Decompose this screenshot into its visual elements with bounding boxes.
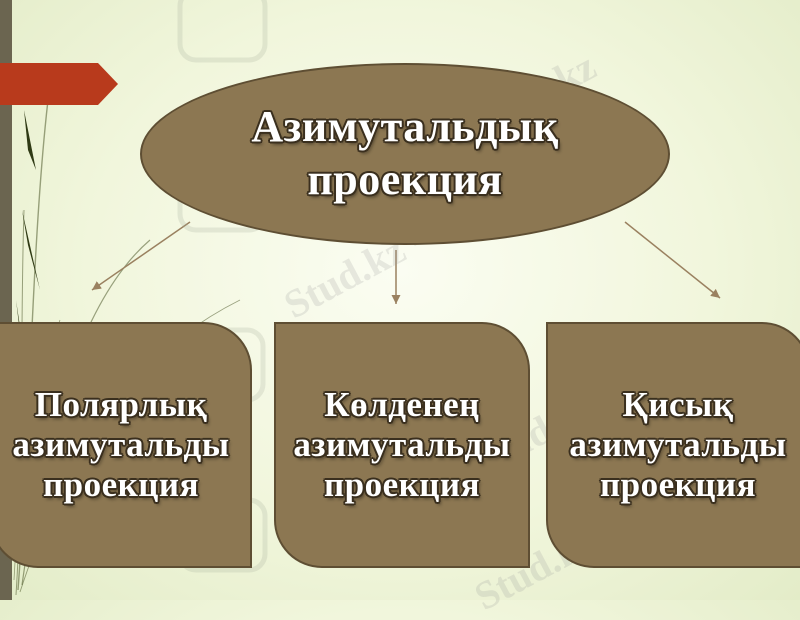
child-2-line-3: проекция — [323, 464, 481, 504]
root-line-1: Азимутальдық — [251, 102, 559, 152]
child-node-transverse: Көлденең азимутальды проекция — [274, 322, 530, 568]
child-3-label: Қисық азимутальды проекция — [569, 385, 786, 505]
child-2-line-2: азимутальды — [293, 425, 511, 465]
child-1-line-2: азимутальды — [12, 425, 230, 465]
root-line-2: проекция — [307, 155, 503, 204]
child-3-line-2: азимутальды — [569, 425, 787, 465]
child-2-label: Көлденең азимутальды проекция — [293, 385, 510, 505]
child-2-line-1: Көлденең — [324, 385, 480, 425]
accent-tab — [0, 63, 118, 105]
root-node-label: Азимутальдық проекция — [251, 101, 558, 207]
child-1-label: Полярлық азимутальды проекция — [12, 385, 229, 505]
child-1-line-1: Полярлық — [34, 385, 208, 425]
child-1-line-3: проекция — [42, 464, 200, 504]
root-node: Азимутальдық проекция — [140, 63, 670, 245]
child-node-oblique: Қисық азимутальды проекция — [546, 322, 800, 568]
arrow-to-child-1 — [91, 221, 191, 291]
arrow-to-child-3 — [624, 221, 721, 299]
child-3-line-3: проекция — [599, 464, 757, 504]
child-3-line-1: Қисық — [622, 385, 734, 425]
child-node-polar: Полярлық азимутальды проекция — [0, 322, 252, 568]
